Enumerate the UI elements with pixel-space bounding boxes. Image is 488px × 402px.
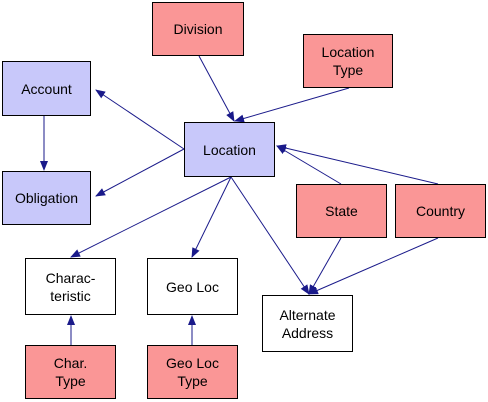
location-type-node: Location Type xyxy=(303,34,393,88)
country-node: Country xyxy=(395,184,486,238)
connector-state-to-location xyxy=(276,145,342,185)
connector-country-to-alternate-address xyxy=(308,237,439,295)
connector-location-to-characteristic xyxy=(70,176,232,258)
connector-state-to-alternate-address xyxy=(308,237,342,295)
connector-division-to-location xyxy=(198,55,235,122)
obligation-node: Obligation xyxy=(2,171,91,225)
connector-location-to-obligation xyxy=(95,148,185,197)
state-node: State xyxy=(296,184,387,238)
division-node: Division xyxy=(152,2,244,56)
connector-location-to-alternate-address xyxy=(230,176,310,295)
connector-location-type-to-location xyxy=(234,87,350,123)
geo-loc-type-node: Geo Loc Type xyxy=(147,345,238,399)
connector-location-to-geo-loc xyxy=(191,176,232,258)
geo-loc-node: Geo Loc xyxy=(147,258,238,315)
char-type-node: Char. Type xyxy=(25,345,116,399)
location-node: Location xyxy=(184,122,275,177)
account-node: Account xyxy=(2,61,91,116)
characteristic-node: Charac- teristic xyxy=(25,258,116,315)
connector-country-to-location xyxy=(276,144,439,185)
connector-location-to-account xyxy=(95,89,185,150)
alternate-address-node: Alternate Address xyxy=(262,295,353,352)
